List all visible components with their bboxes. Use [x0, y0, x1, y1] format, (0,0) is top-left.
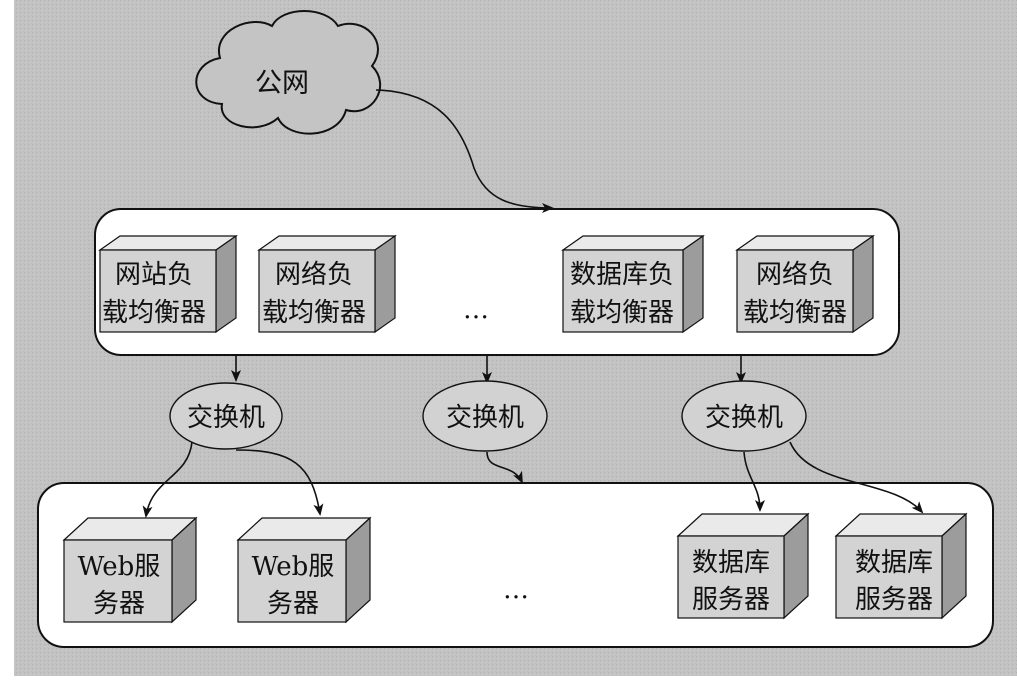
- connector-switch1-to-web1: [142, 441, 193, 518]
- load-balancer-label-line1: 网络负: [275, 260, 353, 290]
- load-balancer-label-line2: 载均衡器: [262, 298, 366, 328]
- server-label-line1: Web服: [78, 552, 161, 582]
- server-cube: Web服 务器: [236, 516, 372, 624]
- load-balancer-ellipsis: …: [463, 295, 489, 325]
- load-balancer-label-line2: 载均衡器: [743, 298, 847, 328]
- switch-row: 交换机 交换机 交换机: [169, 380, 807, 452]
- server-label-line2: 务器: [267, 589, 319, 619]
- server-label-line2: 服务器: [855, 585, 933, 615]
- switch-label: 交换机: [446, 403, 524, 433]
- server-cube: 数据库 服务器: [834, 512, 968, 620]
- server-label-line2: 务器: [93, 589, 145, 619]
- server-row: Web服 务器 Web服 务器 … 数据库 服务器 数据库 服务器: [62, 512, 968, 624]
- switch-node: 交换机: [422, 380, 548, 452]
- switch-label: 交换机: [705, 403, 783, 433]
- load-balancer-row: 网站负 载均衡器 网络负 载均衡器 … 数据库负 载均衡器 网络负 载均衡器: [98, 234, 875, 334]
- connector-switch1-to-web2: [235, 449, 324, 516]
- cloud-label: 公网: [255, 68, 309, 99]
- switch-node: 交换机: [681, 380, 807, 452]
- connector-switch3-to-db2: [789, 441, 924, 514]
- server-cube: Web服 务器: [62, 516, 198, 624]
- connectors: [142, 89, 924, 518]
- load-balancer-label-line1: 网络负: [756, 260, 834, 290]
- switch-label: 交换机: [187, 403, 265, 433]
- server-label-line1: 数据库: [692, 548, 770, 578]
- switch-node: 交换机: [169, 382, 283, 450]
- load-balancer-cube: 网站负 载均衡器: [98, 234, 238, 334]
- server-cube: 数据库 服务器: [676, 512, 810, 620]
- load-balancer-label-line2: 载均衡器: [570, 298, 674, 328]
- server-label-line1: 数据库: [855, 548, 933, 578]
- public-network-cloud: 公网: [195, 10, 382, 135]
- connector-switch3-to-db1: [743, 451, 765, 512]
- load-balancer-cube: 网络负 载均衡器: [257, 234, 397, 334]
- load-balancer-label-line1: 数据库负: [570, 260, 674, 290]
- load-balancer-label-line1: 网站负: [115, 260, 193, 290]
- server-ellipsis: …: [503, 575, 529, 605]
- server-label-line1: Web服: [252, 552, 335, 582]
- server-label-line2: 服务器: [692, 585, 770, 615]
- left-white-margin: [0, 0, 14, 676]
- connector-switch2-down: [486, 451, 523, 484]
- connector-cloud-to-lb-panel: [375, 89, 554, 213]
- load-balancer-label-line2: 载均衡器: [102, 298, 206, 328]
- load-balancer-cube: 网络负 载均衡器: [735, 234, 875, 334]
- load-balancer-cube: 数据库负 载均衡器: [561, 234, 705, 334]
